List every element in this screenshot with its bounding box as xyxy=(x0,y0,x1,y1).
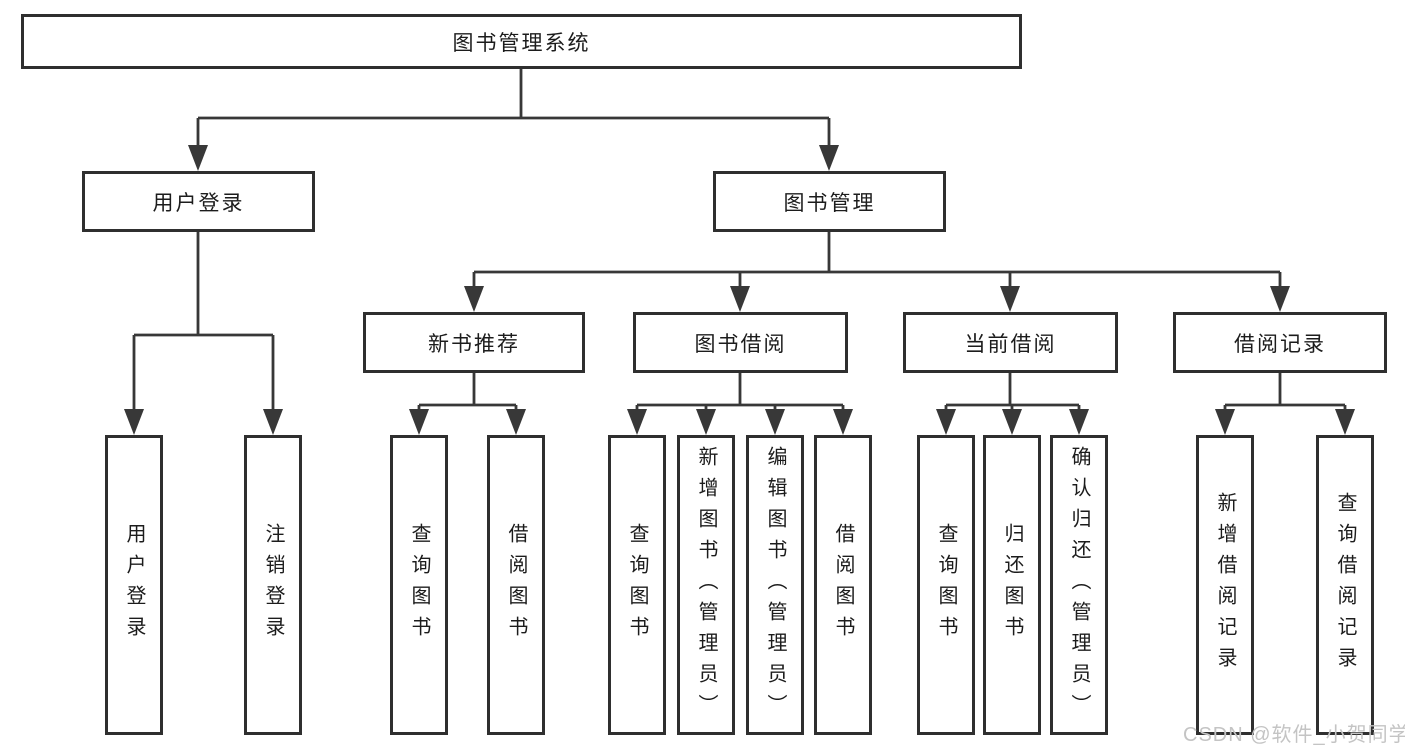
leaf-borrow-books-borrow: 借阅图书 xyxy=(814,435,872,735)
arrowhead-icon xyxy=(819,145,839,171)
arrowhead-icon xyxy=(506,409,526,435)
arrowhead-icon xyxy=(464,286,484,312)
node-root: 图书管理系统 xyxy=(21,14,1022,69)
arrowhead-icon xyxy=(409,409,429,435)
node-user-login: 用户登录 xyxy=(82,171,315,232)
arrowhead-icon xyxy=(124,409,144,435)
arrowhead-icon xyxy=(1069,409,1089,435)
leaf-return-book: 归还图书 xyxy=(983,435,1041,735)
node-new-book-recommend: 新书推荐 xyxy=(363,312,585,373)
connector-book-borrow-to-leaves xyxy=(627,373,853,435)
arrowhead-icon xyxy=(188,145,208,171)
node-borrow-records: 借阅记录 xyxy=(1173,312,1387,373)
leaf-borrow-books-recommend: 借阅图书 xyxy=(487,435,545,735)
connector-new-book-recommend-to-leaves xyxy=(409,373,526,435)
arrowhead-icon xyxy=(730,286,750,312)
leaf-query-borrow-record: 查询借阅记录 xyxy=(1316,435,1374,735)
connector-book-management-to-level3 xyxy=(464,232,1290,312)
leaf-query-books-current: 查询图书 xyxy=(917,435,975,735)
connector-user-login-to-leaves xyxy=(124,232,283,435)
arrowhead-icon xyxy=(1215,409,1235,435)
connector-root-to-level2 xyxy=(188,69,839,171)
connector-borrow-records-to-leaves xyxy=(1215,373,1355,435)
arrowhead-icon xyxy=(1000,286,1020,312)
leaf-query-books-recommend: 查询图书 xyxy=(390,435,448,735)
arrowhead-icon xyxy=(765,409,785,435)
node-current-borrow: 当前借阅 xyxy=(903,312,1118,373)
arrowhead-icon xyxy=(833,409,853,435)
leaf-confirm-return-admin: 确认归还（管理员） xyxy=(1050,435,1108,735)
leaf-add-book-admin: 新增图书（管理员） xyxy=(677,435,735,735)
node-book-management: 图书管理 xyxy=(713,171,946,232)
arrowhead-icon xyxy=(263,409,283,435)
arrowhead-icon xyxy=(1002,409,1022,435)
arrowhead-icon xyxy=(936,409,956,435)
leaf-user-login: 用户登录 xyxy=(105,435,163,735)
arrowhead-icon xyxy=(1270,286,1290,312)
connector-current-borrow-to-leaves xyxy=(936,373,1089,435)
arrowhead-icon xyxy=(1335,409,1355,435)
node-book-borrow: 图书借阅 xyxy=(633,312,848,373)
leaf-add-borrow-record: 新增借阅记录 xyxy=(1196,435,1254,735)
leaf-edit-book-admin: 编辑图书（管理员） xyxy=(746,435,804,735)
arrowhead-icon xyxy=(696,409,716,435)
watermark: CSDN @软件_小贺同学 xyxy=(1183,724,1405,746)
leaf-query-books-borrow: 查询图书 xyxy=(608,435,666,735)
leaf-logout: 注销登录 xyxy=(244,435,302,735)
arrowhead-icon xyxy=(627,409,647,435)
